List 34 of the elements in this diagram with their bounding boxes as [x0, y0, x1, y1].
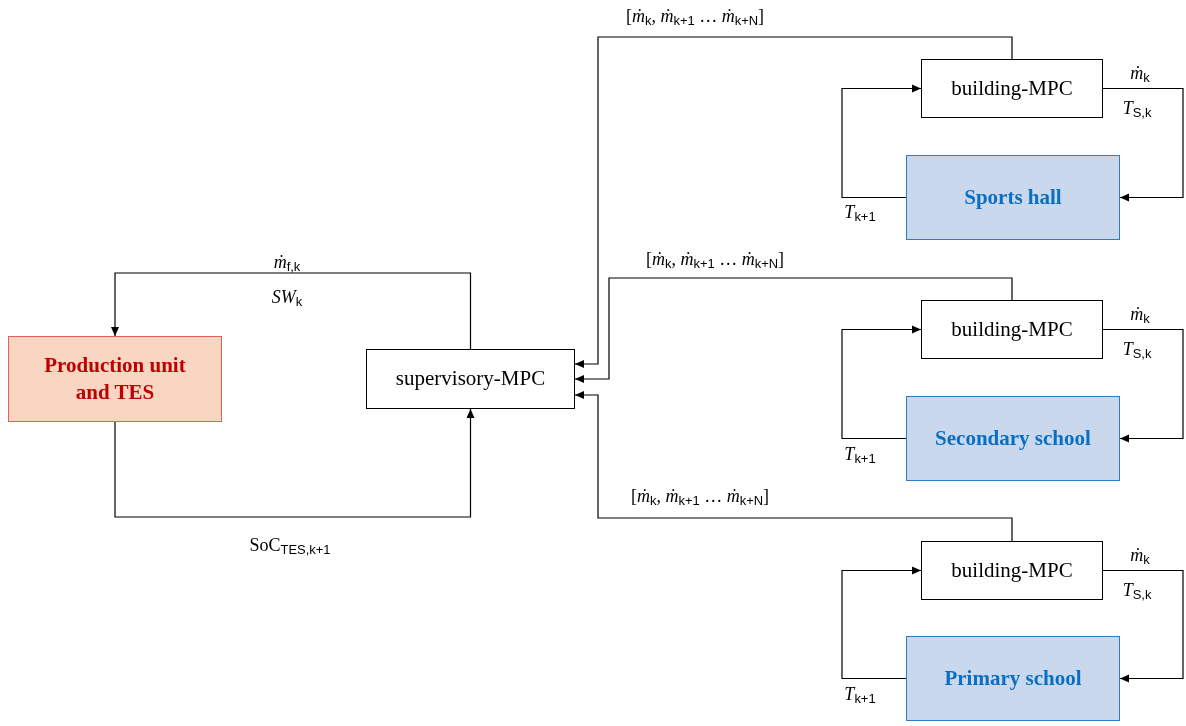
controller-box: supervisory-MPC	[366, 349, 575, 409]
connector-arrow	[574, 277, 1013, 383]
edge-label: ṁ$_{k}$	[1130, 303, 1150, 325]
connector-arrow	[1102, 569, 1184, 683]
building-box: Secondary school	[906, 396, 1120, 481]
edge-label: T$_{k+1}$	[844, 443, 876, 465]
connector-arrow	[574, 391, 1013, 542]
edge-label: T$_{k+1}$	[844, 201, 876, 223]
edge-label: [ṁ$_{k}$, ṁ$_{k+1}$ … ṁ$_{k+N}$]	[625, 5, 765, 27]
edge-label: ṁ$_{k}$	[1130, 544, 1150, 566]
edge-label: ṁ$_{k}$	[1130, 62, 1150, 84]
connector-arrow	[111, 272, 472, 350]
connector-arrow	[841, 84, 922, 199]
connector-arrow	[574, 36, 1013, 368]
signal-label: T$_{S,k}$	[1122, 338, 1152, 360]
edge-label: SoC$_{TES,k+1}$	[249, 534, 331, 556]
controller-box: building-MPC	[921, 59, 1103, 118]
signal-label: T$_{S,k}$	[1122, 579, 1152, 601]
building-box: Primary school	[906, 636, 1120, 721]
controller-box: building-MPC	[921, 541, 1103, 600]
connector-arrow	[1102, 328, 1184, 443]
controller-box: building-MPC	[921, 300, 1103, 359]
signal-label: T$_{S,k}$	[1122, 97, 1152, 119]
connector-arrow	[1102, 87, 1184, 202]
connector-arrow	[841, 325, 922, 440]
edge-label: [ṁ$_{k}$, ṁ$_{k+1}$ … ṁ$_{k+N}$]	[645, 248, 785, 270]
edge-label: ṁ$_{f,k}$	[273, 251, 301, 273]
connector-arrow	[114, 408, 475, 518]
edge-label: [ṁ$_{k}$, ṁ$_{k+1}$ … ṁ$_{k+N}$]	[630, 485, 770, 507]
plant-box: Production unit and TES	[8, 336, 222, 422]
signal-label: SW$_{k}$	[271, 286, 303, 308]
connector-arrow	[841, 566, 922, 680]
building-box: Sports hall	[906, 155, 1120, 240]
edge-label: T$_{k+1}$	[844, 683, 876, 705]
